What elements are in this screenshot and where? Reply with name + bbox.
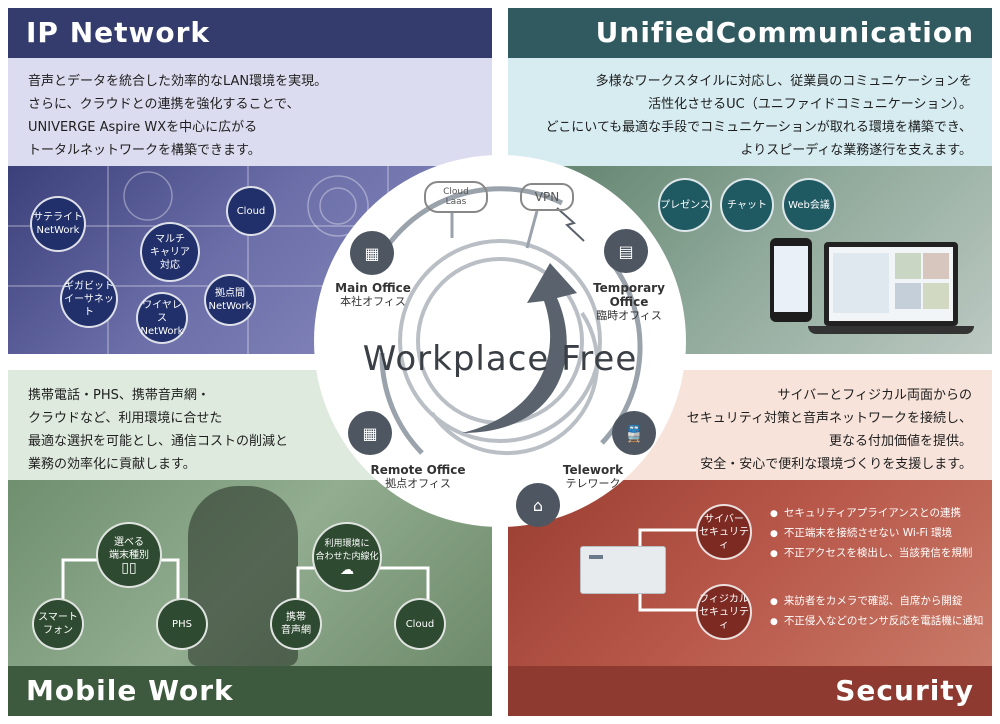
temporary-office-building-icon: ▤ [604,229,648,273]
security-background-photo: サイバー セキュリティ フィジカル セキュリティ セキュリティアプライアンスとの… [508,480,992,666]
bubble-presence: プレゼンス [658,178,712,232]
extension-integration-label: 利用環境に 合わせた内線化 [315,538,379,562]
bubble-web-conference: Web会議 [782,178,836,232]
bubble-extension-integration: 利用環境に 合わせた内線化 ☁ [312,522,382,592]
vpn-tag: VPN [520,183,574,211]
workplace-free-title: Workplace Free [362,339,638,379]
main-office-building-icon: ▦ [350,231,394,275]
cloud-icon: ☁ [340,561,354,578]
security-connector-lines [638,528,698,612]
temporary-office-en: Temporary Office [593,281,665,309]
bubble-cloud-mobile: Cloud [394,598,446,650]
main-office-en: Main Office [335,281,411,295]
cloud-laas-tag: Cloud Laas [424,181,488,213]
phone-devices-icon: ▯▯ [121,559,137,576]
bubble-multi-carrier: マルチ キャリア 対応 [140,222,200,282]
cyber-item: 不正アクセスを検出し、当該発信を規制 [770,544,972,564]
workplace-free-circle: Cloud Laas VPN ▦ Main Office 本社オフィス ▤ Te… [312,153,688,529]
physical-item: 不正侵入などのセンサ反応を電話機に通知 [770,612,984,632]
bubble-wireless-network: ワイヤレス NetWork [136,292,188,344]
bubble-phs: PHS [156,598,208,650]
bubble-intersite-network: 拠点間 NetWork [204,274,256,326]
remote-office-en: Remote Office [370,463,466,477]
uc-title-bar: UnifiedCommunication [508,8,992,58]
uc-title: UnifiedCommunication [595,16,974,49]
telework-jp: テレワーク [565,477,621,490]
device-choice-label: 選べる 端末種別 [109,536,149,561]
bubble-physical-security: フィジカル セキュリティ [696,584,752,640]
bubble-device-choice: 選べる 端末種別 ▯▯ [96,522,162,588]
cyber-item: 不正端末を接続させない Wi-Fi 環境 [770,524,972,544]
remote-office-jp: 拠点オフィス [385,477,451,490]
laptop-base [808,326,974,334]
uc-description: 多様なワークスタイルに対応し、従業員のコミュニケーションを 活性化させるUC（ユ… [545,74,972,158]
security-description: サイバーとフィジカル両面からの セキュリティ対策と音声ネットワークを接続し、 更… [686,388,972,472]
physical-item: 来訪者をカメラで確認、自席から開錠 [770,592,983,612]
main-office-label: Main Office 本社オフィス [318,281,428,309]
cyber-security-list: セキュリティアプライアンスとの連携 不正端末を接続させない Wi-Fi 環境 不… [770,504,972,564]
smartphone-image [770,238,812,322]
remote-office-label: Remote Office 拠点オフィス [358,463,478,491]
physical-security-list: 来訪者をカメラで確認、自席から開錠 不正侵入などのセンサ反応を電話機に通知 [770,592,984,632]
mobile-work-background-photo: 選べる 端末種別 ▯▯ スマート フォン PHS 利用環境に 合わせた内線化 ☁… [8,480,492,666]
ip-network-description: 音声とデータを統合した効率的なLAN環境を実現。 さらに、クラウドとの連携を強化… [28,74,328,158]
security-title: Security [835,674,974,707]
security-panel: サイバーとフィジカル両面からの セキュリティ対策と音声ネットワークを接続し、 更… [508,370,992,716]
bubble-satellite-network: サテライト NetWork [30,196,86,252]
mobile-work-panel: 携帯電話・PHS、携帯音声網・ クラウドなど、利用環境に合せた 最適な選択を可能… [8,370,492,716]
temporary-office-jp: 臨時オフィス [596,309,662,322]
telework-label: Telework テレワーク [548,463,638,491]
mobile-work-title-bar: Mobile Work [8,666,492,716]
security-appliance-image [580,546,666,594]
temporary-office-label: Temporary Office 臨時オフィス [582,281,676,323]
bubble-chat: チャット [720,178,774,232]
security-title-bar: Security [508,666,992,716]
telework-en: Telework [562,463,624,477]
ip-network-title-bar: IP Network [8,8,492,58]
bubble-smartphone: スマート フォン [32,598,84,650]
remote-office-building-icon: ▦ [348,411,392,455]
main-office-jp: 本社オフィス [340,295,406,308]
mobile-work-title: Mobile Work [26,674,234,707]
laptop-image [824,242,958,326]
bubble-cyber-security: サイバー セキュリティ [696,504,752,560]
bubble-gigabit-ethernet: ギガビット イーサネット [60,270,118,328]
bubble-cloud: Cloud [226,186,276,236]
train-icon: 🚆 [612,411,656,455]
ip-network-title: IP Network [26,16,211,49]
bubble-mobile-voice-network: 携帯 音声網 [270,598,322,650]
home-icon: ⌂ [516,483,560,527]
mobile-work-description: 携帯電話・PHS、携帯音声網・ クラウドなど、利用環境に合せた 最適な選択を可能… [28,388,289,472]
cyber-item: セキュリティアプライアンスとの連携 [770,504,972,524]
